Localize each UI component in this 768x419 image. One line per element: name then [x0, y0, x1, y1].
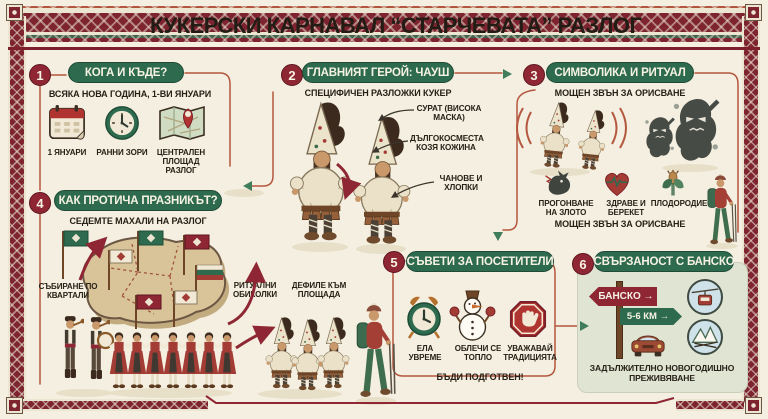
section4-subtitle: СЕДЕМТЕ МАХАЛИ НА РАЗЛОГ	[69, 216, 207, 226]
top-border-ornament	[22, 6, 746, 42]
section3-footer: МОЩЕН ЗВЪН ЗА ОРИСВАНЕ	[554, 219, 686, 229]
evil-spirit-illustration	[668, 94, 722, 168]
marching-kuker-illustration	[314, 312, 352, 392]
item-label: ПРОГОНВАНЕ НА ЗЛОТО	[538, 199, 594, 218]
stop-hand-icon	[509, 300, 547, 338]
cable-car-icon	[687, 279, 723, 315]
fertility-plant-icon	[662, 169, 684, 196]
hiker-illustration	[704, 173, 740, 245]
neighbourhood-flag	[135, 294, 162, 329]
drum-illustration	[96, 331, 115, 350]
musician-illustration	[58, 306, 84, 392]
section1-title: КОГА И КЪДЕ?	[68, 62, 184, 83]
bansko-direction-sign: БАНСКО →	[589, 287, 657, 306]
callout-label: ДЪЛГОКОСМЕСТА КОЗЯ КОЖИНА	[410, 134, 484, 153]
item-label: ЗДРАВЕ И БЕРЕКЕТ	[606, 199, 646, 218]
car-icon	[631, 335, 665, 357]
section6-title: СВЪРЗАНОСТ С БАНСКО	[594, 251, 735, 272]
step-label: ДЕФИЛЕ КЪМ ПЛОЩАДА	[291, 281, 347, 300]
section4-title: КАК ПРОТИЧА ПРАЗНИКЪТ?	[54, 190, 222, 211]
heart-icon	[605, 172, 629, 197]
neighbourhood-flag	[108, 249, 133, 290]
alarm-clock-icon	[407, 296, 441, 339]
distance-sign: 5-6 КМ →	[620, 308, 682, 325]
item-label: ПЛОДОРОДИЕ	[650, 199, 708, 208]
section3-number-badge: 3	[523, 64, 545, 86]
section3-title: СИМВОЛИКА И РИТУАЛ	[546, 62, 694, 83]
item-label: ЕЛА УВРЕМЕ	[408, 344, 442, 363]
corner-ornament	[745, 4, 762, 21]
item-label: 1 ЯНУАРИ	[47, 148, 87, 157]
page-title: КУКЕРСКИ КАРНАВАЛ “СТАРЧЕВАТА” РАЗЛОГ	[150, 13, 642, 38]
calendar-icon	[49, 104, 85, 140]
bulgarian-flag	[195, 264, 224, 303]
kuker-illustration	[347, 111, 415, 247]
clock-icon	[105, 106, 139, 140]
kuker-illustration	[283, 95, 357, 245]
snowman-icon	[449, 290, 496, 341]
item-label: УВАЖАВАЙ ТРАДИЦИЯТА	[503, 344, 557, 363]
callout-label: ЧАНОВЕ И ХЛОПКИ	[439, 174, 483, 193]
section2-subtitle: СПЕЦИФИЧЕН РАЗЛОЖКИ КУКЕР	[304, 88, 452, 98]
banish-evil-icon	[545, 170, 571, 195]
section6-number-badge: 6	[572, 253, 594, 275]
section6-footer: ЗАДЪЛЖИТЕЛНО НОВОГОДИШНО ПРЕЖИВЯВАНЕ	[589, 363, 735, 383]
razlog-neighbourhoods-map	[62, 230, 230, 329]
section4-number-badge: 4	[29, 192, 51, 214]
section1-subtitle: ВСЯКА НОВА ГОДИНА, 1-ВИ ЯНУАРИ	[48, 89, 212, 99]
bottom-right-border-ornament	[676, 399, 744, 411]
horo-dancer-illustration	[214, 330, 240, 392]
section5-title: СЪВЕТИ ЗА ПОСЕТИТЕЛИ	[406, 251, 554, 272]
neighbourhood-flag	[183, 234, 210, 275]
running-kuker-illustration	[571, 106, 613, 171]
section2-number-badge: 2	[281, 64, 303, 86]
hiker-illustration	[352, 300, 400, 400]
title-divider	[8, 47, 760, 50]
corner-ornament	[6, 397, 23, 414]
item-label: ЦЕНТРАЛЕН ПЛОЩАД РАЗЛОГ	[156, 148, 206, 176]
corner-ornament	[745, 397, 762, 414]
corner-ornament	[6, 4, 23, 21]
map-icon	[159, 105, 205, 141]
step-label: СЪБИРАНЕ ПО КВАРТАЛИ	[38, 282, 98, 301]
left-border-ornament	[8, 16, 26, 403]
section5-number-badge: 5	[383, 251, 405, 273]
section2-title: ГЛАВНИЯТ ГЕРОЙ: ЧАУШ	[302, 62, 454, 83]
callout-label: СУРАТ (ВИСОКА МАСКА)	[416, 104, 482, 123]
neighbourhood-flag	[137, 230, 164, 271]
section5-footer: БЪДИ ПОДГОТВЕН!	[436, 372, 524, 382]
section3-subtitle: МОЩЕН ЗВЪН ЗА ОРИСВАНЕ	[554, 88, 686, 98]
item-label: РАННИ ЗОРИ	[96, 148, 148, 157]
ski-slope-icon	[687, 319, 723, 355]
bottom-left-border-ornament	[22, 399, 208, 411]
item-label: ОБЛЕЧИ СЕ ТОПЛО	[454, 344, 502, 363]
neighbourhood-flag	[173, 290, 198, 327]
step-label: РИТУАЛНИ ОБИКОЛКИ	[232, 281, 278, 300]
section1-number-badge: 1	[29, 64, 51, 86]
